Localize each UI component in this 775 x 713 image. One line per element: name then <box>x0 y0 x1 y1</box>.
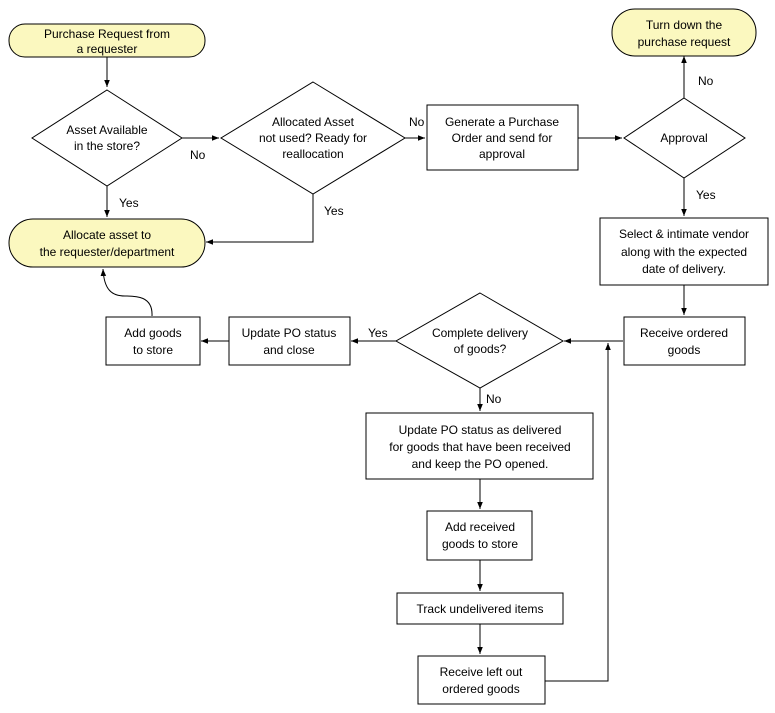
edge-allocated-yes <box>206 194 314 245</box>
node-track-undelivered: Track undelivered items <box>396 592 564 625</box>
label-allocated-yes: Yes <box>324 204 344 218</box>
edge-labels: No Yes No Yes No Yes Yes No <box>119 74 716 406</box>
label-complete-yes: Yes <box>368 326 388 340</box>
label-available-no: No <box>190 148 206 162</box>
edge-left-out-loop <box>545 343 611 682</box>
label-approval-yes: Yes <box>696 188 716 202</box>
label-available-yes: Yes <box>119 196 139 210</box>
node-approval-label: Approval <box>660 131 707 145</box>
label-complete-no: No <box>486 392 502 406</box>
label-approval-no: No <box>698 74 714 88</box>
node-track-undelivered-label: Track undelivered items <box>417 602 544 616</box>
edges <box>100 56 687 682</box>
label-allocated-no: No <box>409 115 425 129</box>
node-approval: Approval <box>623 97 746 179</box>
edge-add-goods-to-allocate <box>100 268 153 317</box>
